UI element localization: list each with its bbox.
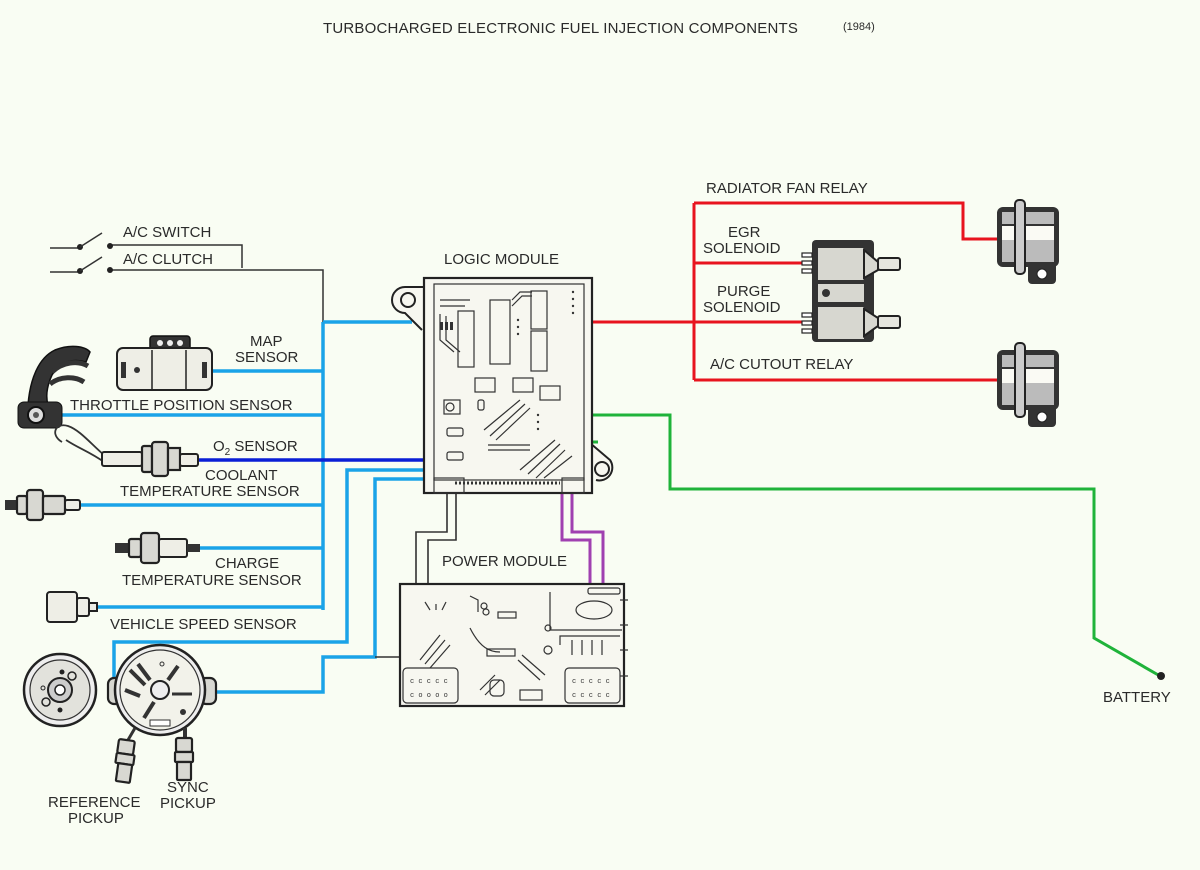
coolant-temperature-sensor-label-2: TEMPERATURE SENSOR xyxy=(120,483,300,500)
wires xyxy=(62,201,1161,694)
radiator-fan-relay-icon xyxy=(997,199,1059,284)
svg-text:c o o o o: c o o o o xyxy=(410,692,448,700)
map-sensor-label-1: MAP xyxy=(250,333,283,350)
logic-module xyxy=(391,276,614,495)
svg-text:c c c c c: c c c c c xyxy=(572,678,610,686)
vehicle-speed-sensor-label: VEHICLE SPEED SENSOR xyxy=(110,616,297,633)
ac-switch-label: A/C SWITCH xyxy=(123,224,211,241)
wire-ac-clutch xyxy=(110,269,324,322)
o2-sensor-icon xyxy=(54,424,199,478)
throttle-position-sensor-label: THROTTLE POSITION SENSOR xyxy=(70,397,293,414)
purge-solenoid-label-1: PURGE xyxy=(717,283,770,300)
wire-sync-pickup xyxy=(215,477,428,694)
wire-ac-switch xyxy=(110,244,243,268)
wire-logic-power-1 xyxy=(415,493,448,584)
power-module: c c c c c c o o o o c c c c c c c c c c xyxy=(398,582,628,708)
diagram-title: TURBOCHARGED ELECTRONIC FUEL INJECTION C… xyxy=(323,20,798,37)
distributor-pickup-housing-icon xyxy=(106,643,218,737)
egr-solenoid-label-1: EGR xyxy=(728,224,761,241)
wire-reference-pickup xyxy=(112,468,428,690)
battery-label: BATTERY xyxy=(1103,689,1171,706)
sensor-bus xyxy=(62,320,428,694)
reference-pickup-icon xyxy=(114,727,137,784)
ac-cutout-relay-icon xyxy=(997,342,1059,427)
purge-solenoid-label-2: SOLENOID xyxy=(703,299,781,316)
power-module-label: POWER MODULE xyxy=(442,553,567,570)
radiator-fan-relay-label: RADIATOR FAN RELAY xyxy=(706,180,868,197)
reference-pickup-label-1: REFERENCE xyxy=(48,794,141,811)
sync-pickup-label-2: PICKUP xyxy=(160,795,216,812)
charge-temperature-sensor-icon xyxy=(115,531,200,565)
wire-radiator-fan-relay xyxy=(694,201,998,241)
battery-terminal-icon xyxy=(1157,672,1165,680)
solenoid-pair-icon xyxy=(801,240,901,342)
egr-solenoid-label-2: SOLENOID xyxy=(703,240,781,257)
sync-pickup-icon xyxy=(173,728,195,782)
sync-pickup-label-1: SYNC xyxy=(167,779,209,796)
svg-text:c c c c c: c c c c c xyxy=(410,678,448,686)
o2-sensor-label: O2 SENSOR xyxy=(213,438,298,458)
logic-module-label: LOGIC MODULE xyxy=(444,251,559,268)
wire-battery xyxy=(590,413,1161,678)
charge-temperature-sensor-label-1: CHARGE xyxy=(215,555,279,572)
output-wires xyxy=(592,201,998,382)
ac-clutch-label: A/C CLUTCH xyxy=(123,251,213,268)
wire-logic-power-2 xyxy=(427,493,457,584)
vehicle-speed-sensor-icon xyxy=(46,591,98,623)
svg-text:c c c c c: c c c c c xyxy=(572,692,610,700)
wire-power-link-1 xyxy=(560,493,592,584)
distributor-rotor-icon xyxy=(22,652,98,728)
reference-pickup-label-2: PICKUP xyxy=(68,810,124,827)
ac-cutout-relay-label: A/C CUTOUT RELAY xyxy=(710,356,853,373)
throttle-position-sensor-icon xyxy=(17,345,91,429)
map-sensor-icon xyxy=(116,335,213,391)
ac-clutch xyxy=(50,256,113,274)
wire-power-link-2 xyxy=(570,493,605,584)
coolant-temperature-sensor-label-1: COOLANT xyxy=(205,467,278,484)
charge-temperature-sensor-label-2: TEMPERATURE SENSOR xyxy=(122,572,302,589)
coolant-temperature-sensor-icon xyxy=(5,488,81,522)
diagram-year: (1984) xyxy=(843,21,875,33)
ac-switch xyxy=(50,232,113,250)
map-sensor-label-2: SENSOR xyxy=(235,349,299,366)
